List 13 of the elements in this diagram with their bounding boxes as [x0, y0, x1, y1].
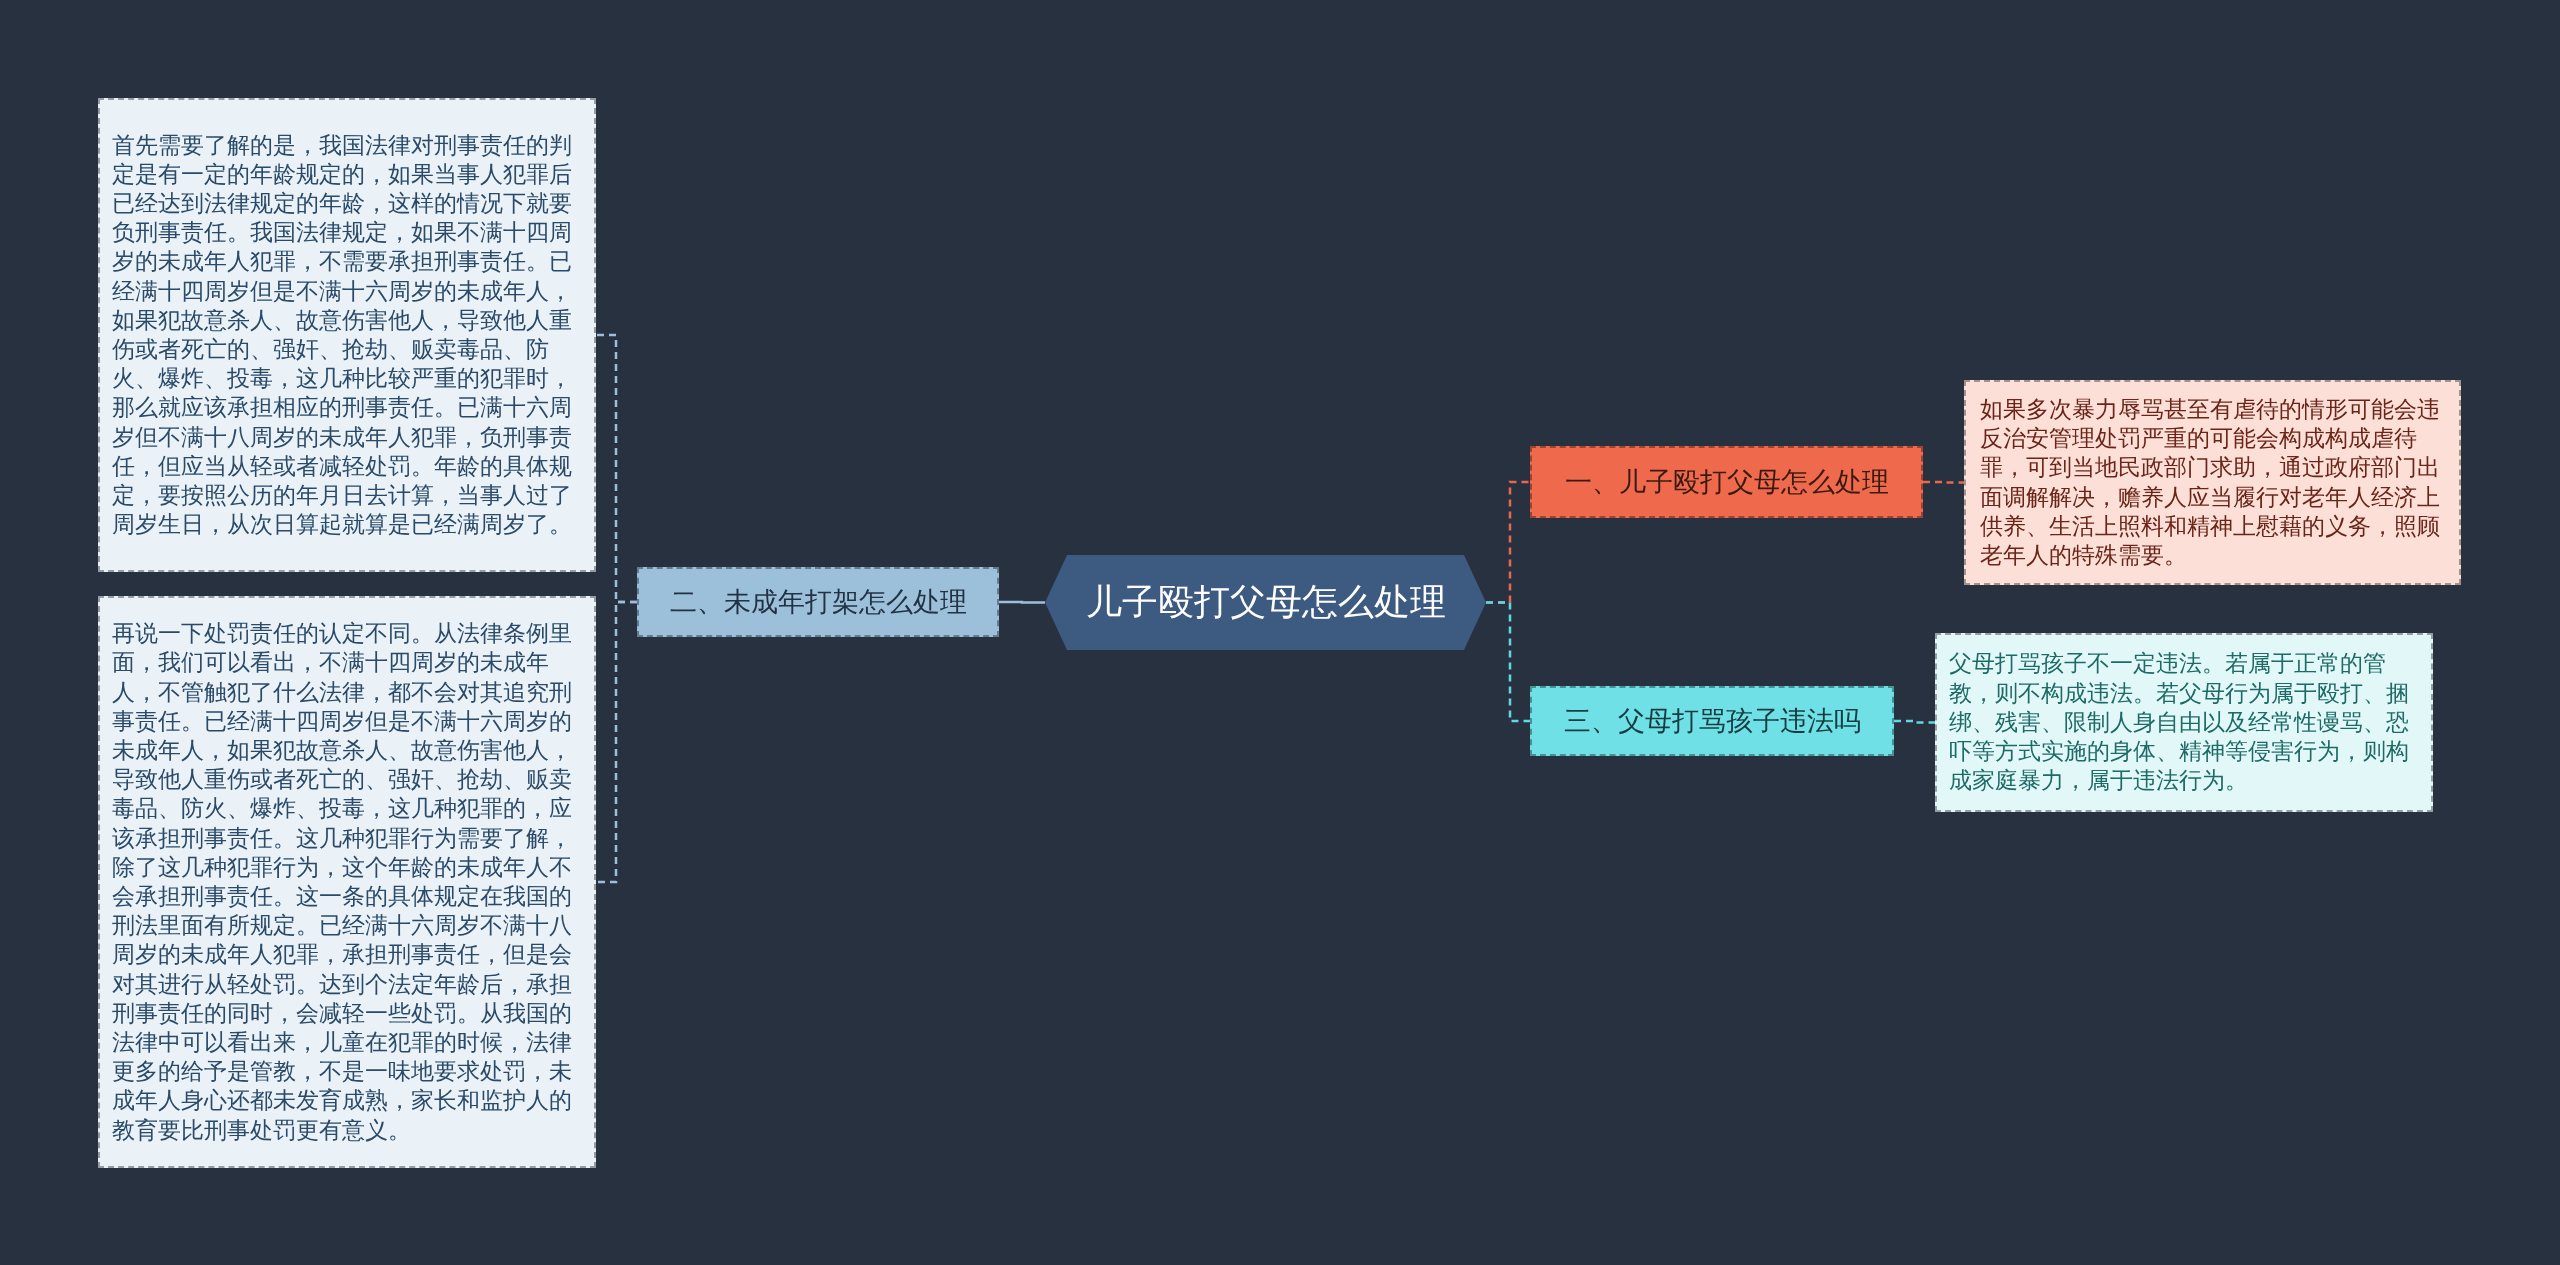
connector-line: [596, 600, 637, 884]
connector-line: [999, 600, 1045, 604]
branch-box: 二、未成年打架怎么处理: [637, 567, 999, 637]
topic-box: 儿子殴打父母怎么处理: [1045, 555, 1486, 650]
branch-box: 一、儿子殴打父母怎么处理: [1530, 446, 1923, 518]
connector-line: [1923, 480, 1964, 484]
detail-box: 如果多次暴力辱骂甚至有虐待的情形可能会违反治安管理处罚严重的可能会构成构成虐待罪，可到当地民政部门求助，通过政府部门出面调解解决，赡养人应当履行对老年人经济上供养、生活上照料和精神上慰藉的义务，照顾老年人的特殊需要。: [1964, 380, 2461, 585]
detail-box: 首先需要了解的是，我国法律对刑事责任的判定是有一定的年龄规定的，如果当事人犯罪后已经达到法律规定的年龄，这样的情况下就要负刑事责任。我国法律规定，如果不满十四周岁的未成年人犯罪，不需要承担刑事责任。已经满十四周岁但是不满十六周岁的未成年人，如果犯故意杀人、故意伤害他人，导致他人重伤或者死亡的、强奸、抢劫、贩卖毒品、防火、爆炸、投毒，这几种比较严重的犯罪时，那么就应该承担相应的刑事责任。已满十六周岁但不满十八周岁的未成年人犯罪，负刑事责任，但应当从轻或者减轻处罚。年龄的具体规定，要按照公历的年月日去计算，当事人过了周岁生日，从次日算起就算是已经满周岁了。: [98, 98, 596, 572]
detail-box: 父母打骂孩子不一定违法。若属于正常的管教，则不构成违法。若父母行为属于殴打、捆绑、残害、限制人身自由以及经常性谩骂、恐吓等方式实施的身体、精神等侵害行为，则构成家庭暴力，属于违法行为。: [1935, 633, 2433, 812]
connector-line: [1486, 601, 1530, 723]
detail-box: 再说一下处罚责任的认定不同。从法律条例里面，我们可以看出，不满十四周岁的未成年人，不管触犯了什么法律，都不会对其追究刑事责任。已经满十四周岁但是不满十六周岁的未成年人，如果犯故意杀人、故意伤害他人，导致他人重伤或者死亡的、强奸、抢劫、贩卖毒品、防火、爆炸、投毒，这几种犯罪的，应该承担刑事责任。这几种犯罪行为需要了解，除了这几种犯罪行为，这个年龄的未成年人不会承担刑事责任。这一条的具体规定在我国的刑法里面有所规定。已经满十六周岁不满十八周岁的未成年人犯罪，承担刑事责任，但是会对其进行从轻处罚。达到个法定年龄后，承担刑事责任的同时，会减轻一些处罚。从我国的法律中可以看出来，儿童在犯罪的时候，法律更多的给予是管教，不是一味地要求处罚，未成年人身心还都未发育成熟，家长和监护人的教育要比刑事处罚更有意义。: [98, 596, 596, 1168]
branch-box: 三、父母打骂孩子违法吗: [1530, 686, 1894, 756]
connector-line: [1894, 719, 1935, 724]
